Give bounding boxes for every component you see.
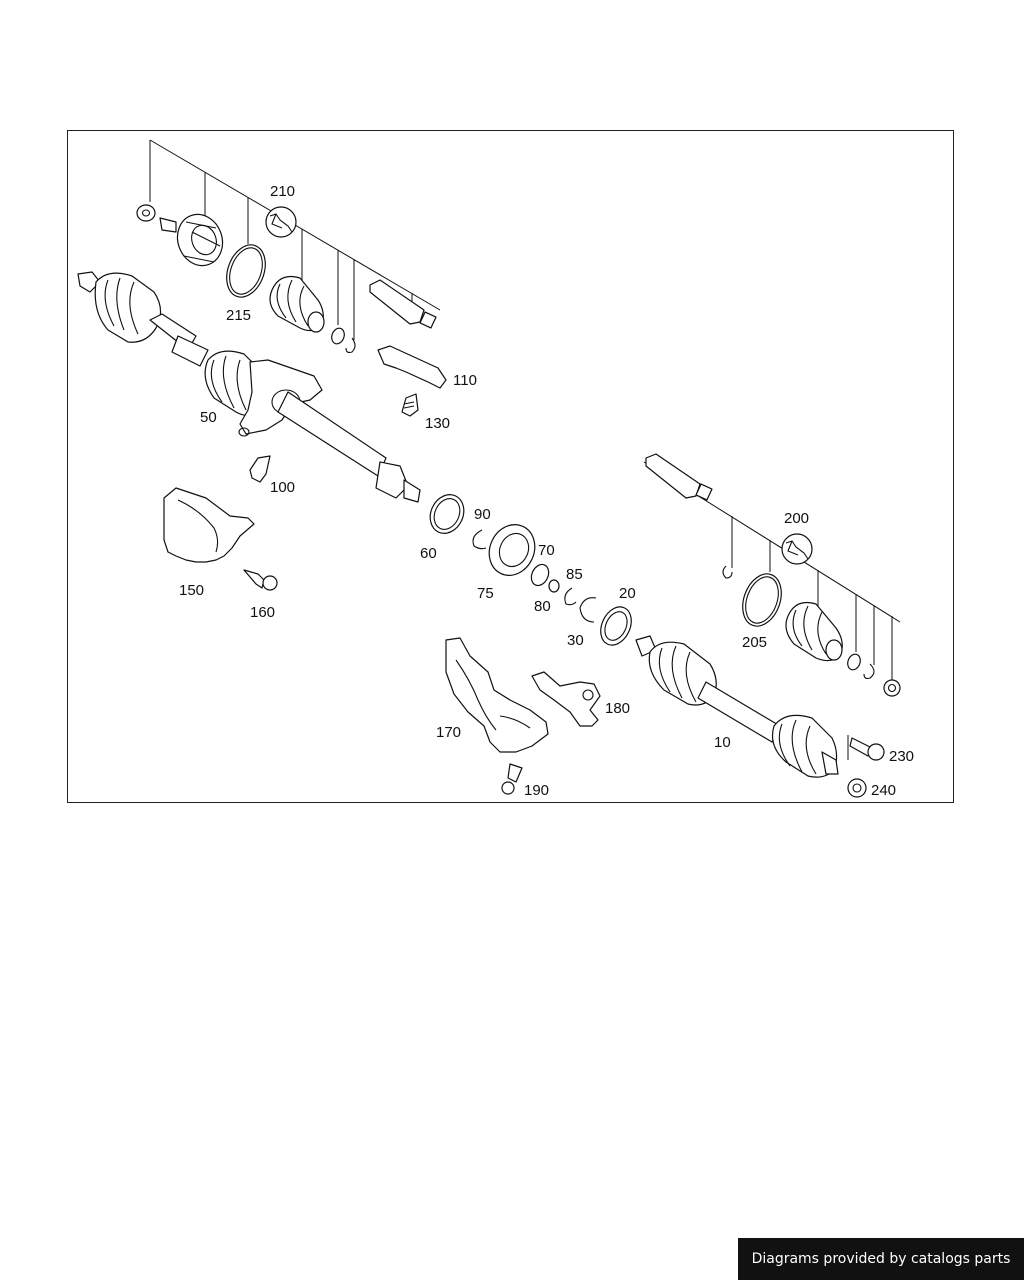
callout-230[interactable]: 230 — [889, 748, 914, 765]
diagram-frame — [67, 130, 954, 803]
svg-text:240: 240 — [871, 782, 896, 799]
callout-240[interactable]: 240 — [871, 782, 896, 799]
bracket-180-part[interactable] — [531, 671, 601, 727]
callout-160[interactable]: 160 — [250, 604, 275, 621]
callout-75[interactable]: 75 — [477, 585, 494, 602]
bracket-clip-part[interactable] — [377, 345, 447, 389]
bolt-160-part[interactable] — [243, 569, 278, 591]
svg-text:150: 150 — [179, 582, 204, 599]
clamp-ring-part[interactable] — [220, 239, 272, 302]
snap-ring-30-part[interactable] — [579, 597, 597, 623]
svg-text:85: 85 — [566, 566, 583, 583]
svg-text:75: 75 — [477, 585, 494, 602]
callout-200[interactable]: 200 — [784, 510, 809, 527]
seal-20-part[interactable] — [595, 602, 637, 650]
bolt-100-part[interactable] — [249, 455, 271, 483]
callout-130[interactable]: 130 — [425, 415, 450, 432]
svg-text:130: 130 — [425, 415, 450, 432]
callout-110[interactable]: 110 — [453, 372, 477, 389]
grease-tube-lower-part[interactable] — [645, 453, 713, 501]
circlip-90-part[interactable] — [472, 529, 487, 550]
heat-shield-170-part[interactable] — [445, 637, 549, 753]
nut-lower-part[interactable] — [883, 679, 901, 697]
watermark-text: Diagrams provided by catalogs parts — [751, 1251, 1011, 1267]
callout-215[interactable]: 215 — [226, 307, 251, 324]
svg-text:60: 60 — [420, 545, 437, 562]
ring-80-part[interactable] — [548, 579, 560, 593]
washer-part[interactable] — [136, 204, 156, 222]
svg-text:20: 20 — [619, 585, 636, 602]
heat-shield-150-part[interactable] — [163, 487, 255, 563]
callout-205[interactable]: 205 — [742, 634, 767, 651]
svg-text:100: 100 — [270, 479, 295, 496]
callout-50[interactable]: 50 — [200, 409, 217, 426]
svg-text:180: 180 — [605, 700, 630, 717]
bolt-190-part[interactable] — [501, 763, 523, 795]
callout-80[interactable]: 80 — [534, 598, 551, 615]
callout-70[interactable]: 70 — [538, 542, 555, 559]
svg-text:110: 110 — [453, 372, 477, 389]
callout-10[interactable]: 10 — [714, 734, 731, 751]
clamp-ring-205-part[interactable] — [736, 568, 788, 631]
seal-ring-60-part[interactable] — [424, 489, 470, 539]
callout-85[interactable]: 85 — [566, 566, 583, 583]
callout-60[interactable]: 60 — [420, 545, 437, 562]
svg-text:30: 30 — [567, 632, 584, 649]
clip-85-part[interactable] — [564, 587, 577, 606]
bolt-230-part[interactable] — [847, 735, 885, 761]
callout-180[interactable]: 180 — [605, 700, 630, 717]
callout-90[interactable]: 90 — [474, 506, 491, 523]
svg-text:70: 70 — [538, 542, 555, 559]
callout-170[interactable]: 170 — [436, 724, 461, 741]
callout-20[interactable]: 20 — [619, 585, 636, 602]
bolt-130-part[interactable] — [401, 393, 419, 417]
callout-210[interactable]: 210 — [270, 183, 295, 200]
svg-text:230: 230 — [889, 748, 914, 765]
grease-wrench-icon — [265, 206, 297, 238]
svg-text:160: 160 — [250, 604, 275, 621]
lower-boot-part[interactable] — [785, 601, 843, 662]
small-clamp-lower-part[interactable] — [846, 652, 863, 671]
small-clamp-upper-part[interactable] — [330, 326, 347, 345]
watermark-banner: Diagrams provided by catalogs parts — [738, 1238, 1024, 1280]
callout-190[interactable]: 190 — [524, 782, 549, 799]
svg-text:200: 200 — [784, 510, 809, 527]
svg-text:210: 210 — [270, 183, 295, 200]
nut-240-part[interactable] — [847, 778, 867, 798]
svg-text:205: 205 — [742, 634, 767, 651]
callout-30[interactable]: 30 — [567, 632, 584, 649]
svg-text:190: 190 — [524, 782, 549, 799]
grease-wrench-icon-lower — [781, 533, 813, 565]
ring-70-part[interactable] — [528, 562, 552, 589]
svg-text:10: 10 — [714, 734, 731, 751]
callout-150[interactable]: 150 — [179, 582, 204, 599]
circlip-lower-part[interactable] — [722, 565, 733, 579]
svg-text:170: 170 — [436, 724, 461, 741]
circlip-lower2-part[interactable] — [863, 663, 875, 680]
svg-text:80: 80 — [534, 598, 551, 615]
grease-tube-upper-part[interactable] — [369, 279, 437, 329]
svg-text:90: 90 — [474, 506, 491, 523]
svg-text:50: 50 — [200, 409, 217, 426]
inner-joint-part[interactable] — [159, 208, 230, 272]
callout-100[interactable]: 100 — [270, 479, 295, 496]
upper-boot-part[interactable] — [269, 275, 325, 333]
right-driveshaft-part[interactable] — [635, 635, 839, 778]
bearing-75-part[interactable] — [481, 517, 543, 583]
svg-text:215: 215 — [226, 307, 251, 324]
left-driveshaft-part[interactable] — [77, 271, 421, 503]
circlip-upper-part[interactable] — [345, 337, 356, 354]
